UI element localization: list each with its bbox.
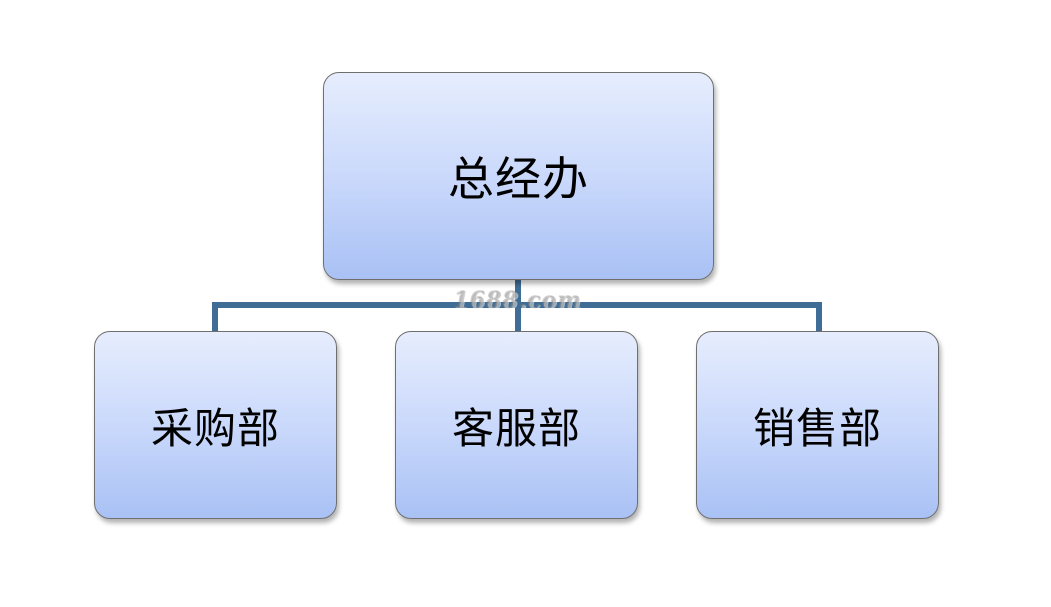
org-node-general-office-label: 总经办 [448, 152, 589, 206]
org-node-customer-service[interactable]: 客服部 [395, 331, 638, 519]
org-node-general-office[interactable]: 总经办 [323, 72, 714, 280]
org-node-customer-service-label: 客服部 [451, 403, 581, 453]
org-node-purchasing[interactable]: 采购部 [94, 331, 337, 519]
org-node-sales-label: 销售部 [752, 403, 882, 453]
watermark: 1688.com [454, 288, 583, 314]
org-node-sales[interactable]: 销售部 [696, 331, 939, 519]
org-node-purchasing-label: 采购部 [150, 403, 280, 453]
